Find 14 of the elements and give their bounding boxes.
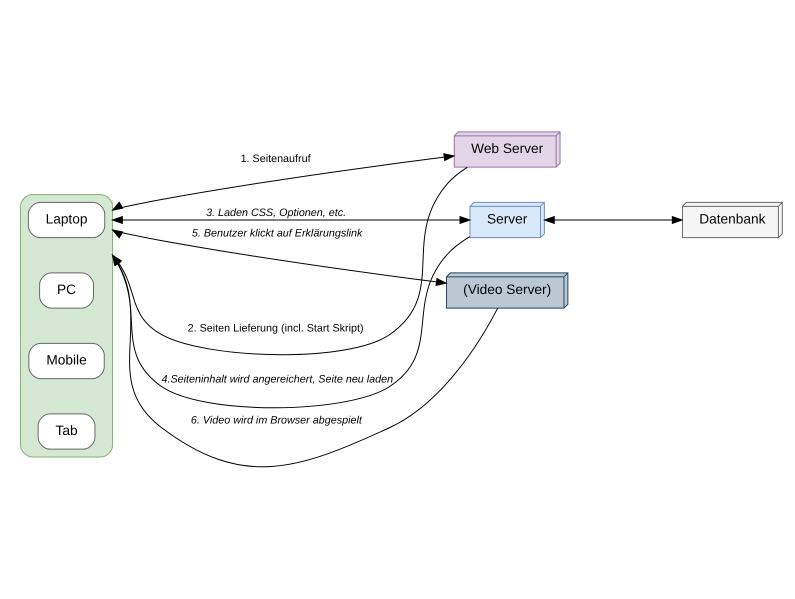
edge-label: 5. Benutzer klickt auf Erklärungslink [192, 227, 362, 240]
edge-label: 6. Video wird im Browser abgespielt [190, 414, 362, 427]
edge-label: 4.Seiteninhalt wird angereichert, Seite neu laden [162, 373, 394, 386]
node-box: Mobile [28, 342, 105, 380]
edge-label: 1. Seitenaufruf [240, 153, 311, 166]
edge-label: 3. Laden CSS, Optionen, etc. [206, 206, 346, 219]
arrow [543, 216, 684, 224]
node-box: Tab [38, 413, 96, 450]
arrow [111, 153, 456, 211]
cluster [20, 194, 114, 458]
edge-label: 2. Seiten Lieferung (incl. Start Skript) [188, 322, 364, 334]
arrow [111, 216, 472, 224]
node-box: PC [39, 272, 94, 309]
node-box: Laptop [28, 202, 106, 238]
